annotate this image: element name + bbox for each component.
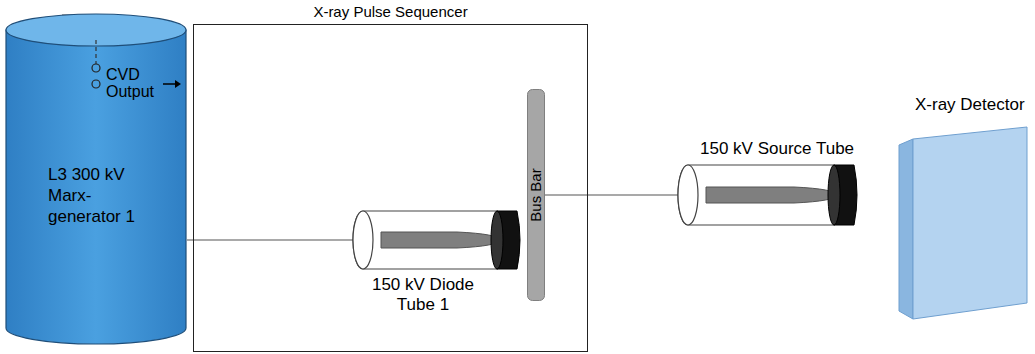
tube-label: 150 kV Source Tube [700, 139, 854, 159]
wire-connector [187, 240, 353, 241]
detector-label: X-ray Detector [915, 95, 1025, 115]
wire-line [545, 194, 678, 195]
generator-label: L3 300 kV Marx-generator 1 [48, 164, 156, 227]
group-title: X-ray Pulse Sequencer [194, 3, 587, 21]
x-ray-detector-shape [895, 125, 1030, 320]
wire-connector [545, 195, 678, 196]
source-tube-shape [678, 165, 860, 225]
bus-bar: Bus Bar [527, 89, 545, 301]
diode-tube: 150 kV Diode Tube 1 [353, 211, 523, 269]
marx-generator: CVD Output L3 300 kV Marx-generator 1 [5, 14, 187, 344]
x-ray-detector: X-ray Detector [895, 125, 1030, 320]
wire-line [187, 239, 353, 240]
source-tube: 150 kV Source Tube [678, 165, 860, 225]
sequencer-box: X-ray Pulse Sequencer150 kV Diode Tube 1… [193, 24, 588, 352]
bus-bar-label: Bus Bar [528, 168, 544, 221]
output-label: CVD Output [106, 66, 154, 100]
tube-label: 150 kV Diode Tube 1 [366, 275, 480, 315]
diode-tube-shape [353, 211, 523, 269]
